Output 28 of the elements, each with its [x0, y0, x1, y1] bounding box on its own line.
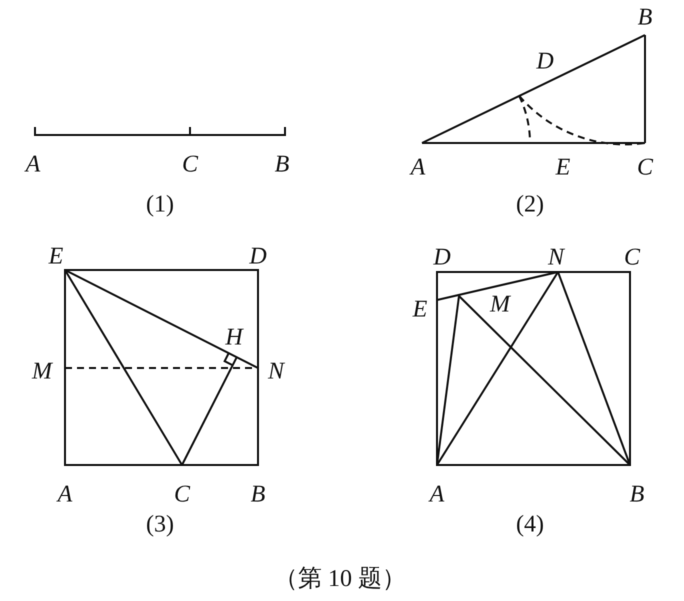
point-label: D: [536, 48, 554, 76]
figure-number: (2): [516, 192, 544, 218]
point-label: H: [225, 324, 243, 352]
point-label: N: [548, 244, 564, 272]
point-label: C: [624, 244, 640, 272]
figure-number: (3): [146, 512, 174, 538]
point-label: A: [410, 154, 426, 182]
point-label: E: [556, 154, 570, 182]
caption: （第 10 题）: [274, 565, 406, 594]
point-label: M: [32, 358, 52, 386]
figure-number: (1): [146, 192, 174, 218]
point-label: B: [638, 4, 652, 32]
point-label: C: [637, 154, 653, 182]
point-label: E: [412, 296, 428, 324]
point-label: D: [433, 244, 451, 272]
point-label: B: [630, 482, 644, 508]
point-label: A: [58, 482, 72, 508]
point-label: B: [274, 152, 290, 178]
point-label: A: [430, 482, 444, 508]
point-label: E: [48, 244, 64, 270]
point-label: B: [250, 482, 266, 508]
point-label: N: [268, 358, 284, 386]
figure-number: (4): [516, 512, 544, 538]
point-label: M: [490, 292, 510, 318]
point-label: C: [174, 482, 190, 508]
point-label: C: [182, 152, 198, 178]
point-label: D: [249, 244, 267, 270]
point-label: A: [26, 152, 40, 178]
